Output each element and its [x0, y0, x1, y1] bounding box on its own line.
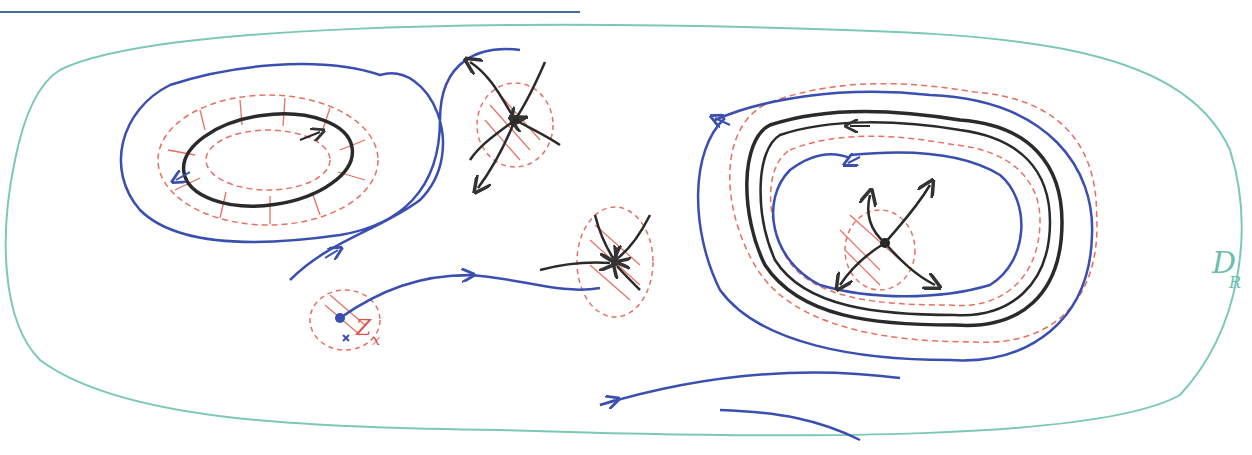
region-boundary [6, 25, 1242, 436]
set-subscript: x [372, 333, 380, 348]
stable-node [540, 207, 653, 317]
saddle-point [470, 62, 560, 188]
top-rule [0, 11, 580, 13]
right-limit-cycle [600, 84, 1097, 440]
set-label: Z [356, 317, 371, 339]
region-label: D [1212, 248, 1236, 278]
source-neighbourhood [310, 275, 600, 350]
region-subscript: R [1229, 275, 1241, 291]
left-limit-cycle [121, 49, 520, 280]
